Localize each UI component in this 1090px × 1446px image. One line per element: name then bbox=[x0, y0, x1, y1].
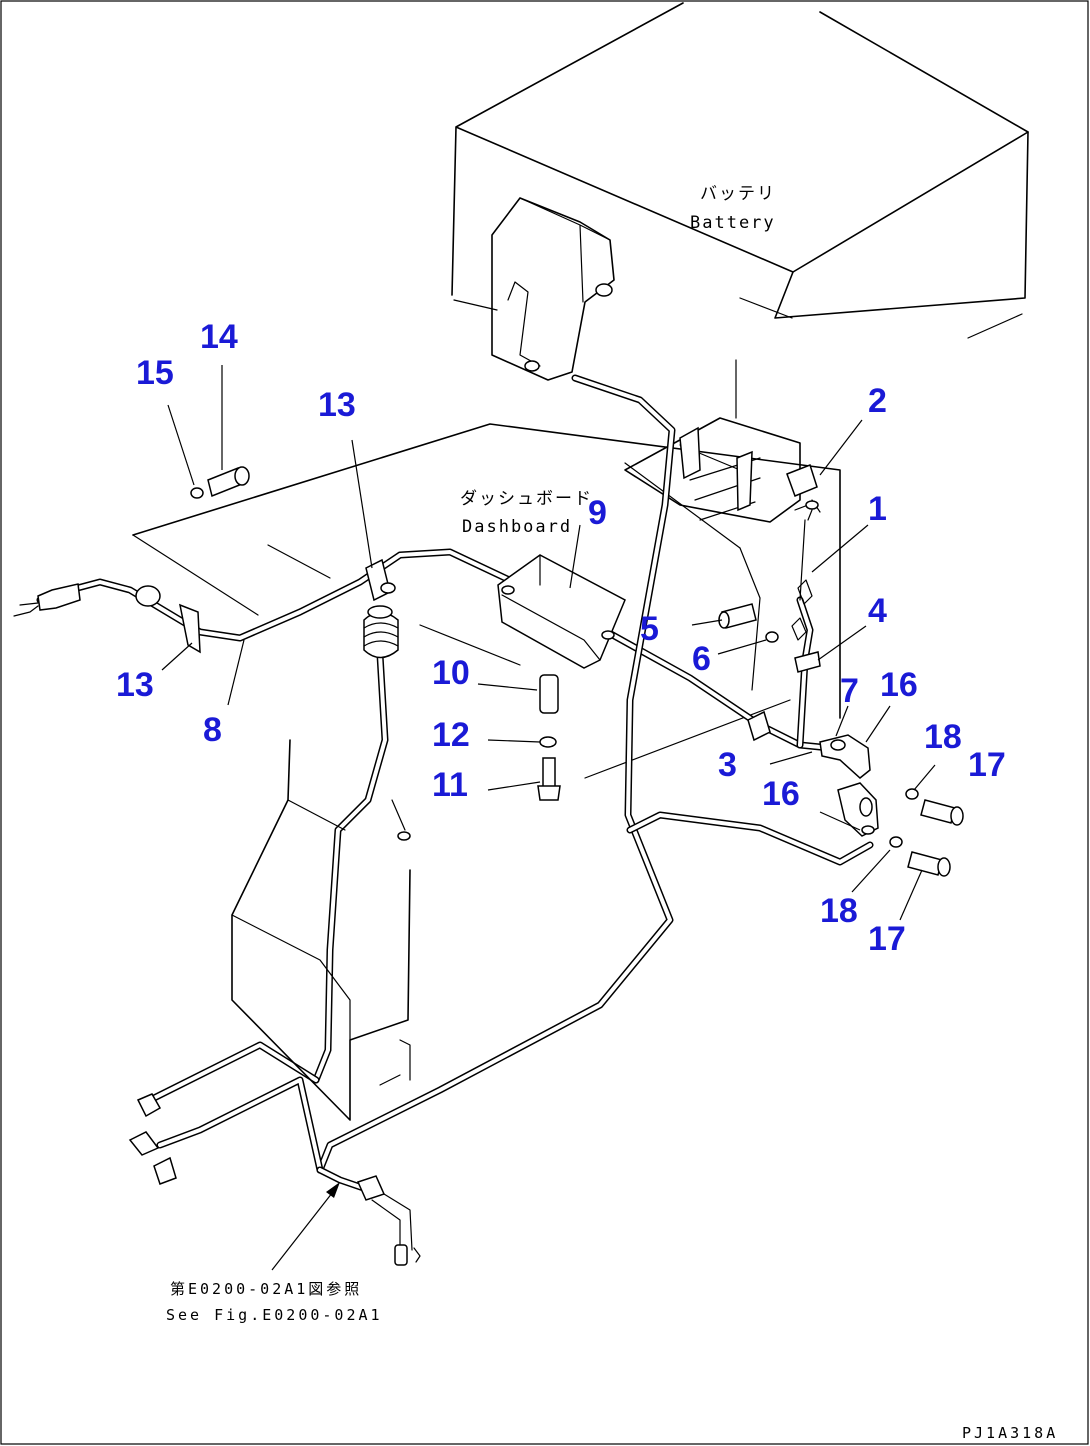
bracket-9 bbox=[497, 554, 626, 669]
callout-15: 15 bbox=[136, 354, 174, 392]
clip-13-center bbox=[365, 558, 396, 602]
callout-6: 6 bbox=[692, 640, 711, 678]
left-connectors bbox=[13, 583, 201, 654]
callout-16-lower: 16 bbox=[762, 775, 800, 813]
callout-7: 7 bbox=[840, 672, 859, 710]
callout-2: 2 bbox=[868, 382, 887, 420]
bolt-14 bbox=[207, 466, 250, 498]
clamp-4 bbox=[794, 651, 821, 673]
see-fig-en: See Fig.E0200-02A1 bbox=[166, 1306, 383, 1324]
callout-8: 8 bbox=[203, 711, 222, 749]
bolt-17-upper bbox=[920, 799, 964, 826]
switch-block bbox=[624, 417, 801, 523]
washer-15 bbox=[190, 487, 204, 499]
bolt-17-lower bbox=[907, 851, 951, 877]
callout-17-lower: 17 bbox=[868, 920, 906, 958]
callout-3: 3 bbox=[718, 746, 737, 784]
callout-1: 1 bbox=[868, 490, 887, 528]
connector-1 bbox=[791, 579, 813, 641]
callout-18-lower: 18 bbox=[820, 892, 858, 930]
battery bbox=[451, 2, 1029, 419]
callout-13-center: 13 bbox=[318, 386, 356, 424]
leader-lines bbox=[161, 365, 936, 921]
callout-9: 9 bbox=[588, 494, 607, 532]
bolt-5 bbox=[718, 603, 757, 629]
callout-11: 11 bbox=[432, 766, 468, 804]
bracket-7 bbox=[819, 734, 879, 837]
bolt-11 bbox=[537, 757, 561, 801]
bottom-terminals bbox=[128, 1093, 421, 1266]
callout-14: 14 bbox=[200, 318, 238, 356]
reference-arrow bbox=[271, 1182, 340, 1271]
washer-18-upper bbox=[905, 788, 919, 800]
callout-5: 5 bbox=[640, 610, 659, 648]
clip-3 bbox=[747, 710, 771, 742]
callout-10: 10 bbox=[432, 654, 470, 692]
callout-13-left: 13 bbox=[116, 666, 154, 704]
dashboard-label-jp: ダッシュボード bbox=[460, 489, 593, 509]
callout-12: 12 bbox=[432, 716, 470, 754]
relay-2 bbox=[786, 464, 821, 513]
washer-12 bbox=[539, 736, 557, 748]
callout-4: 4 bbox=[868, 592, 887, 630]
washer-18-lower bbox=[889, 836, 903, 848]
drawing-code: PJ1A318A bbox=[962, 1424, 1058, 1442]
lower-body bbox=[231, 739, 411, 1121]
washer-6 bbox=[765, 631, 779, 643]
callout-16-upper: 16 bbox=[880, 666, 918, 704]
dashboard-label-en: Dashboard bbox=[462, 517, 572, 537]
callout-17-upper: 17 bbox=[968, 746, 1006, 784]
see-fig-jp: 第E0200-02A1図参照 bbox=[170, 1280, 362, 1298]
callout-18-upper: 18 bbox=[924, 718, 962, 756]
spacer-10 bbox=[539, 674, 559, 714]
coil-connector bbox=[363, 605, 411, 841]
battery-label-jp: バッテリ bbox=[700, 184, 776, 204]
battery-label-en: Battery bbox=[690, 213, 776, 233]
